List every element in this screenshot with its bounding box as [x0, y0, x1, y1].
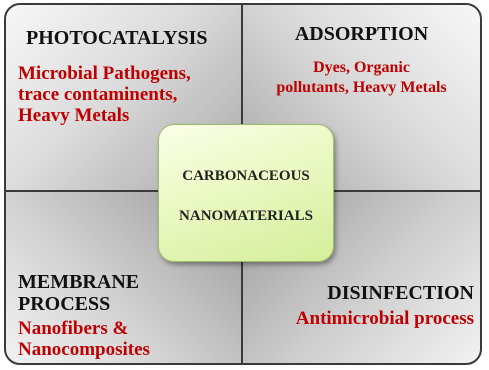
membrane-desc-line: Nanocomposites [18, 339, 150, 360]
membrane-title-line: MEMBRANE [18, 271, 140, 293]
adsorption-description: Dyes, Organic pollutants, Heavy Metals [243, 58, 480, 98]
adsorption-desc-line: pollutants, Heavy Metals [276, 79, 447, 96]
photocatalysis-desc-line: Heavy Metals [18, 105, 130, 126]
disinfection-description: Antimicrobial process [295, 308, 474, 329]
photocatalysis-description: Microbial Pathogens, trace contaminents,… [18, 63, 248, 126]
membrane-process-description: Nanofibers & Nanocomposites [18, 318, 233, 360]
adsorption-title: ADSORPTION [294, 23, 429, 45]
photocatalysis-desc-line: trace contaminents, [18, 84, 178, 105]
disinfection-title: DISINFECTION [327, 282, 474, 304]
quadrant-membrane-process: MEMBRANE PROCESS Nanofibers & Nanocompos… [6, 192, 243, 363]
membrane-title-line: PROCESS [18, 293, 111, 315]
membrane-desc-line: Nanofibers & [18, 318, 129, 339]
photocatalysis-title: PHOTOCATALYSIS [26, 27, 208, 49]
photocatalysis-desc-line: Microbial Pathogens, [18, 63, 191, 84]
center-label-line: CARBONACEOUS [182, 168, 310, 184]
adsorption-desc-line: Dyes, Organic [313, 59, 410, 76]
center-carbonaceous-nanomaterials: CARBONACEOUS NANOMATERIALS [158, 124, 334, 262]
diagram-frame: PHOTOCATALYSIS Microbial Pathogens, trac… [4, 3, 482, 365]
membrane-process-title: MEMBRANE PROCESS [18, 271, 233, 315]
center-label-line: NANOMATERIALS [179, 208, 313, 224]
quadrant-photocatalysis: PHOTOCATALYSIS Microbial Pathogens, trac… [6, 5, 243, 192]
